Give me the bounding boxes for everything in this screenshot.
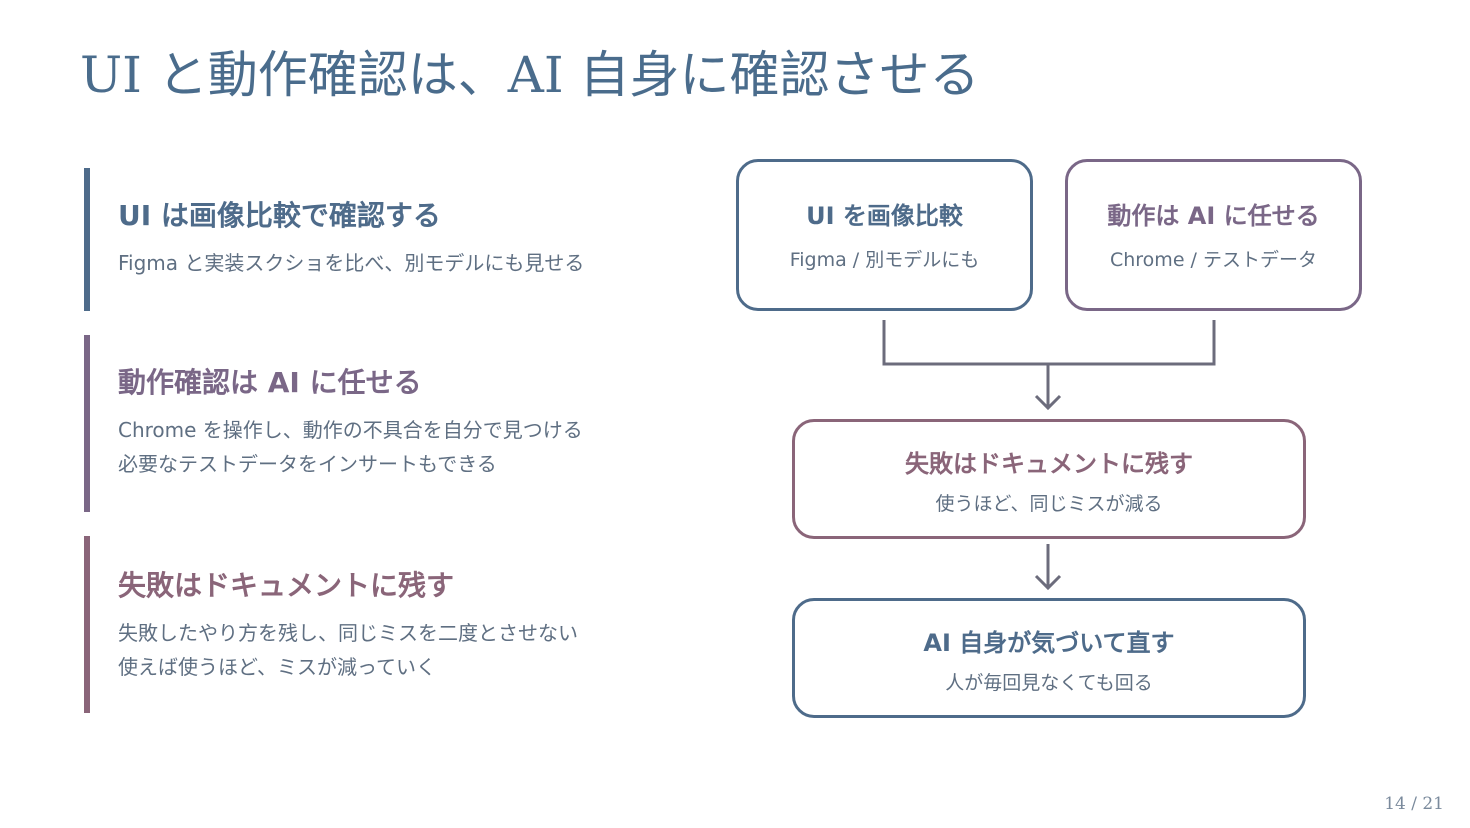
flow-box-failure-doc: 失敗はドキュメントに残す 使うほど、同じミスが減る (792, 419, 1306, 539)
point-desc-line: 必要なテストデータをインサートもできる (118, 452, 497, 476)
point-ui-compare: UI は画像比較で確認する Figma と実装スクショを比べ、別モデルにも見せる (84, 168, 684, 311)
arrowhead-down-2 (1034, 574, 1062, 591)
flow-box-sub: 人が毎回見なくても回る (945, 672, 1153, 694)
point-desc-line: 失敗したやり方を残し、同じミスを二度とさせない (118, 621, 578, 645)
flow-box-title: AI 自身が気づいて直す (923, 629, 1175, 657)
page-number: 14 / 21 (1384, 794, 1444, 814)
slide-title: UI と動作確認は、AI 自身に確認させる (80, 46, 980, 104)
point-heading: 動作確認は AI に任せる (118, 366, 422, 399)
flow-box-sub: 使うほど、同じミスが減る (935, 493, 1163, 515)
flow-box-sub: Figma / 別モデルにも (789, 249, 980, 271)
point-ai-action: 動作確認は AI に任せる Chrome を操作し、動作の不具合を自分で見つける… (84, 335, 684, 512)
flow-box-sub: Chrome / テストデータ (1109, 249, 1317, 271)
flow-box-title: 失敗はドキュメントに残す (905, 450, 1193, 478)
flow-box-title: 動作は AI に任せる (1107, 202, 1320, 230)
point-heading: UI は画像比較で確認する (118, 199, 441, 232)
point-desc: Figma と実装スクショを比べ、別モデルにも見せる (118, 246, 684, 280)
point-desc: 失敗したやり方を残し、同じミスを二度とさせない 使えば使うほど、ミスが減っていく (118, 616, 684, 684)
point-failure-doc: 失敗はドキュメントに残す 失敗したやり方を残し、同じミスを二度とさせない 使えば… (84, 536, 684, 713)
flow-box-ai-action: 動作は AI に任せる Chrome / テストデータ (1065, 159, 1362, 311)
point-desc-line: 使えば使うほど、ミスが減っていく (118, 655, 436, 679)
connector-ui-merge (882, 320, 1048, 366)
connector-action-merge (1048, 320, 1216, 366)
flow-box-ai-self-fix: AI 自身が気づいて直す 人が毎回見なくても回る (792, 598, 1306, 718)
point-desc-line: Figma と実装スクショを比べ、別モデルにも見せる (118, 251, 585, 275)
arrowhead-down-1 (1034, 394, 1062, 411)
point-heading: 失敗はドキュメントに残す (118, 569, 455, 602)
flow-box-title: UI を画像比較 (806, 202, 963, 230)
point-desc-line: Chrome を操作し、動作の不具合を自分で見つける (118, 418, 583, 442)
point-desc: Chrome を操作し、動作の不具合を自分で見つける 必要なテストデータをインサ… (118, 413, 684, 481)
flow-box-ui-compare: UI を画像比較 Figma / 別モデルにも (736, 159, 1033, 311)
